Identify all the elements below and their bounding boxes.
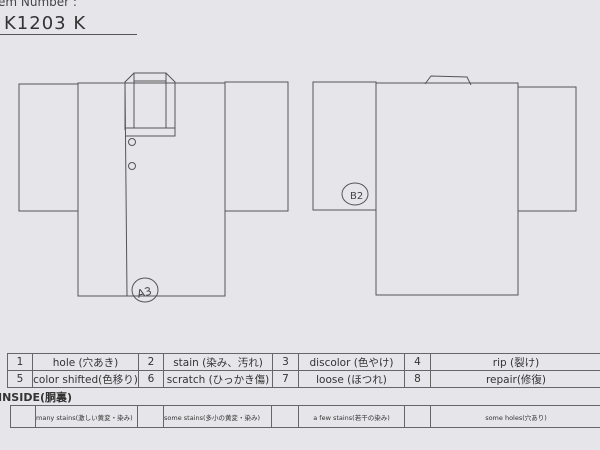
legend-num: 1: [7, 353, 33, 371]
item-number-underline: [0, 34, 137, 35]
legend-label: discolor (色やけ): [298, 353, 405, 371]
button-hole: [128, 138, 136, 146]
damage-legend-table: 1 hole (穴あき) 2 stain (染み、汚れ) 3 discolor …: [7, 353, 600, 388]
collar: [124, 72, 176, 137]
inside-option: many stains(激しい黄変・染み): [35, 405, 138, 428]
back-diagram: [312, 75, 577, 296]
damage-mark-circle: [131, 277, 159, 303]
inside-checkbox[interactable]: [137, 405, 164, 428]
legend-label: rip (裂け): [430, 353, 600, 371]
damage-mark-circle: [341, 182, 369, 206]
front-body: [77, 82, 226, 297]
legend-num: 7: [272, 370, 299, 388]
inside-checkbox[interactable]: [271, 405, 299, 428]
inside-checkbox[interactable]: [10, 405, 36, 428]
back-body: [375, 82, 519, 296]
front-diagram: [18, 72, 289, 303]
table-row: 1 hole (穴あき) 2 stain (染み、汚れ) 3 discolor …: [7, 353, 600, 371]
front-right-sleeve: [224, 81, 289, 212]
inside-condition-table: many stains(激しい黄変・染み) some stains(多小の黄変・…: [10, 405, 600, 428]
back-left-sleeve: [312, 81, 377, 211]
table-row: many stains(激しい黄変・染み) some stains(多小の黄変・…: [10, 405, 600, 428]
button-hole: [128, 162, 136, 170]
inside-option: some holes(穴あり): [430, 405, 600, 428]
legend-num: 4: [404, 353, 431, 371]
inside-option: a few stains(若干の染み): [298, 405, 405, 428]
legend-label: stain (染み、汚れ): [163, 353, 273, 371]
garment-diagrams: A3 B2: [18, 72, 577, 303]
inside-checkbox[interactable]: [404, 405, 431, 428]
item-number-label: em Number :: [0, 0, 77, 9]
damage-mark-front: A3: [136, 285, 153, 301]
legend-label: repair(修復): [430, 370, 600, 388]
legend-label: color shifted(色移り): [32, 370, 139, 388]
legend-num: 6: [138, 370, 164, 388]
inside-option: some stains(多小の黄変・染み): [163, 405, 272, 428]
legend-num: 2: [138, 353, 164, 371]
legend-num: 8: [404, 370, 431, 388]
back-collar-tab: [424, 75, 472, 86]
legend-label: scratch (ひっかき傷): [163, 370, 273, 388]
legend-num: 5: [7, 370, 33, 388]
legend-label: loose (ほつれ): [298, 370, 405, 388]
table-row: 5 color shifted(色移り) 6 scratch (ひっかき傷) 7…: [7, 370, 600, 388]
back-right-sleeve: [517, 86, 577, 212]
front-left-sleeve: [18, 83, 79, 212]
item-number-value: K1203 K: [4, 13, 87, 34]
legend-label: hole (穴あき): [32, 353, 139, 371]
legend-num: 3: [272, 353, 299, 371]
damage-mark-back: B2: [350, 191, 363, 202]
inside-section-title: INSIDE(胴裏): [0, 391, 73, 404]
